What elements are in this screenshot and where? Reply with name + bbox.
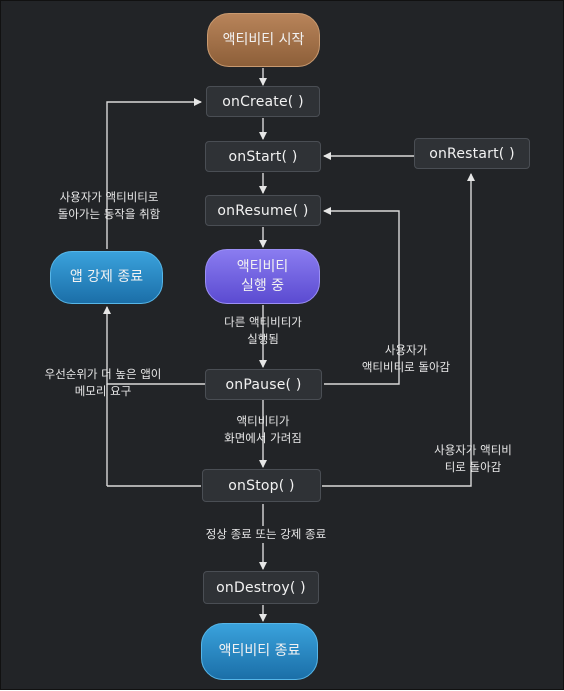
label-user-back-restart-line2: 티로 돌아감 <box>444 460 502 474</box>
activity-running-node: 액티비티 실행 중 <box>205 249 320 304</box>
label-user-returns: 사용자가 액티비티로 돌아가는 동작을 취함 <box>52 189 166 223</box>
label-not-visible-line2: 화면에서 가려짐 <box>224 431 302 445</box>
running-line-2: 실행 중 <box>240 277 285 294</box>
on-stop-node: onStop( ) <box>202 469 321 502</box>
on-restart-node: onRestart( ) <box>414 138 530 169</box>
on-resume-node: onResume( ) <box>205 195 321 226</box>
label-not-visible-line1: 액티비티가 <box>236 414 290 428</box>
label-finish: 정상 종료 또는 강제 종료 <box>191 526 341 543</box>
label-user-back-resume-line2: 액티비티로 돌아감 <box>361 360 451 374</box>
label-user-back-resume: 사용자가 액티비티로 돌아감 <box>351 342 461 376</box>
label-user-returns-line1: 사용자가 액티비티로 <box>59 190 159 204</box>
label-other-activity-line2: 실행됨 <box>247 332 279 346</box>
label-user-back-resume-line1: 사용자가 <box>384 343 428 357</box>
activity-end-node: 액티비티 종료 <box>201 623 318 680</box>
arrow-killed-to-create <box>106 98 202 249</box>
label-higher-priority-line2: 메모리 요구 <box>74 384 132 398</box>
label-not-visible: 액티비티가 화면에서 가려짐 <box>208 413 318 447</box>
label-user-returns-line2: 돌아가는 동작을 취함 <box>57 207 161 221</box>
on-start-node: onStart( ) <box>205 141 321 172</box>
label-user-back-restart: 사용자가 액티비 티로 돌아감 <box>421 442 525 476</box>
arrow-pause-to-resume <box>323 207 400 385</box>
on-pause-node: onPause( ) <box>205 369 322 400</box>
label-higher-priority: 우선순위가 더 높은 앱이 메모리 요구 <box>33 366 173 400</box>
label-higher-priority-line1: 우선순위가 더 높은 앱이 <box>44 367 162 381</box>
app-killed-node: 앱 강제 종료 <box>50 251 163 304</box>
label-other-activity-line1: 다른 액티비티가 <box>224 315 302 329</box>
running-line-1: 액티비티 <box>236 259 289 276</box>
label-other-activity: 다른 액티비티가 실행됨 <box>208 314 318 348</box>
on-create-node: onCreate( ) <box>206 86 320 117</box>
arrow-stop-to-restart <box>322 173 475 487</box>
label-user-back-restart-line1: 사용자가 액티비 <box>434 443 512 457</box>
on-destroy-node: onDestroy( ) <box>203 571 319 604</box>
activity-start-node: 액티비티 시작 <box>207 13 320 67</box>
